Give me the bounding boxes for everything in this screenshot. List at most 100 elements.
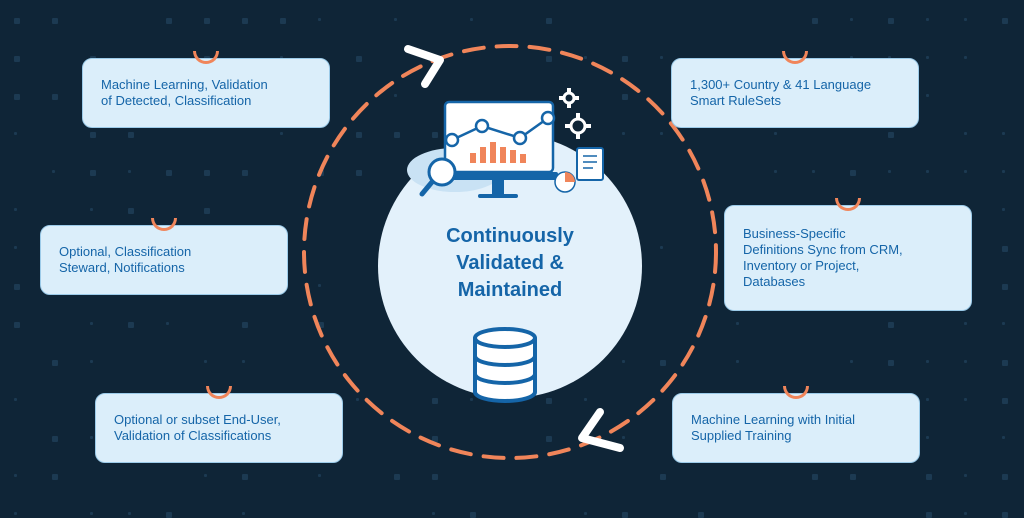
- background-dot: [52, 94, 58, 100]
- background-dot: [926, 170, 929, 173]
- pie-chart-icon: [555, 172, 575, 192]
- background-dot: [888, 170, 891, 173]
- background-dot: [432, 132, 438, 138]
- background-dot: [432, 398, 438, 404]
- document-icon: [577, 148, 603, 180]
- background-dot: [280, 18, 286, 24]
- background-dot: [774, 170, 777, 173]
- connector-hook-icon: [782, 51, 808, 64]
- connector-hook-icon: [206, 386, 232, 399]
- background-dot: [166, 512, 172, 518]
- background-dot: [926, 436, 929, 439]
- background-dot: [926, 360, 929, 363]
- background-dot: [394, 94, 397, 97]
- background-dot: [204, 170, 210, 176]
- background-dot: [546, 56, 552, 62]
- background-dot: [242, 474, 248, 480]
- background-dot: [432, 474, 438, 480]
- background-dot: [1002, 284, 1008, 290]
- background-dot: [318, 284, 321, 287]
- background-dot: [926, 94, 929, 97]
- background-dot: [1002, 474, 1008, 480]
- step-card-text: Machine Learning, Validation of Detected…: [101, 77, 268, 109]
- background-dot: [1002, 398, 1008, 404]
- step-card-text: Optional or subset End-User, Validation …: [114, 412, 281, 444]
- background-dot: [128, 132, 134, 138]
- background-dot: [128, 208, 134, 214]
- connector-hook-icon: [193, 51, 219, 64]
- background-dot: [622, 360, 625, 363]
- background-dot: [14, 284, 20, 290]
- background-dot: [14, 512, 17, 515]
- background-dot: [128, 170, 131, 173]
- background-dot: [964, 398, 967, 401]
- background-dot: [204, 474, 207, 477]
- background-dot: [14, 398, 17, 401]
- background-dot: [736, 360, 739, 363]
- background-dot: [622, 94, 628, 100]
- background-dot: [90, 170, 96, 176]
- background-dot: [242, 360, 245, 363]
- background-dot: [242, 18, 248, 24]
- background-dot: [280, 132, 283, 135]
- background-dot: [90, 208, 93, 211]
- background-dot: [736, 322, 739, 325]
- background-dot: [660, 360, 666, 366]
- connector-hook-icon: [783, 386, 809, 399]
- step-card-text: 1,300+ Country & 41 Language Smart RuleS…: [690, 77, 871, 109]
- step-card-classification-steward: Optional, Classification Steward, Notifi…: [40, 225, 288, 295]
- background-dot: [888, 18, 894, 24]
- background-dot: [546, 436, 552, 442]
- background-dot: [166, 322, 169, 325]
- step-card-ml-initial-training: Machine Learning with Initial Supplied T…: [672, 393, 920, 463]
- background-dot: [622, 132, 625, 135]
- background-dot: [1002, 18, 1008, 24]
- background-dot: [14, 474, 17, 477]
- step-card-text: Optional, Classification Steward, Notifi…: [59, 244, 191, 276]
- background-dot: [926, 512, 932, 518]
- background-dot: [660, 132, 663, 135]
- background-dot: [964, 18, 967, 21]
- background-dot: [318, 18, 321, 21]
- background-dot: [584, 398, 587, 401]
- background-dot: [356, 132, 362, 138]
- background-dot: [888, 322, 894, 328]
- background-dot: [52, 18, 58, 24]
- background-dot: [1002, 132, 1005, 135]
- background-dot: [850, 170, 856, 176]
- background-dot: [14, 18, 20, 24]
- background-dot: [52, 474, 58, 480]
- step-card-end-user-validation: Optional or subset End-User, Validation …: [95, 393, 343, 463]
- step-card-text: Machine Learning with Initial Supplied T…: [691, 412, 855, 444]
- background-dot: [1002, 208, 1005, 211]
- background-dot: [128, 322, 134, 328]
- background-dot: [622, 512, 628, 518]
- background-dot: [90, 512, 93, 515]
- step-card-text: Business-Specific Definitions Sync from …: [743, 226, 903, 290]
- background-dot: [14, 94, 20, 100]
- background-dot: [660, 474, 666, 480]
- connector-hook-icon: [151, 218, 177, 231]
- background-dot: [1002, 512, 1008, 518]
- background-dot: [622, 56, 628, 62]
- background-dot: [812, 18, 818, 24]
- background-dot: [14, 322, 20, 328]
- center-title: Continuously Validated & Maintained: [412, 223, 608, 304]
- background-dot: [14, 246, 17, 249]
- connector-hook-icon: [835, 198, 861, 211]
- background-dot: [204, 360, 207, 363]
- background-dot: [356, 56, 362, 62]
- background-dot: [90, 436, 93, 439]
- background-dot: [1002, 436, 1005, 439]
- background-dot: [964, 474, 967, 477]
- background-dot: [52, 436, 58, 442]
- step-card-smart-rulesets: 1,300+ Country & 41 Language Smart RuleS…: [671, 58, 919, 128]
- background-dot: [14, 132, 17, 135]
- background-dot: [394, 18, 397, 21]
- database-icon: [475, 329, 535, 401]
- background-dot: [964, 56, 967, 59]
- background-dot: [470, 398, 473, 401]
- background-dot: [166, 170, 172, 176]
- background-dot: [1002, 360, 1008, 366]
- background-dot: [964, 132, 967, 135]
